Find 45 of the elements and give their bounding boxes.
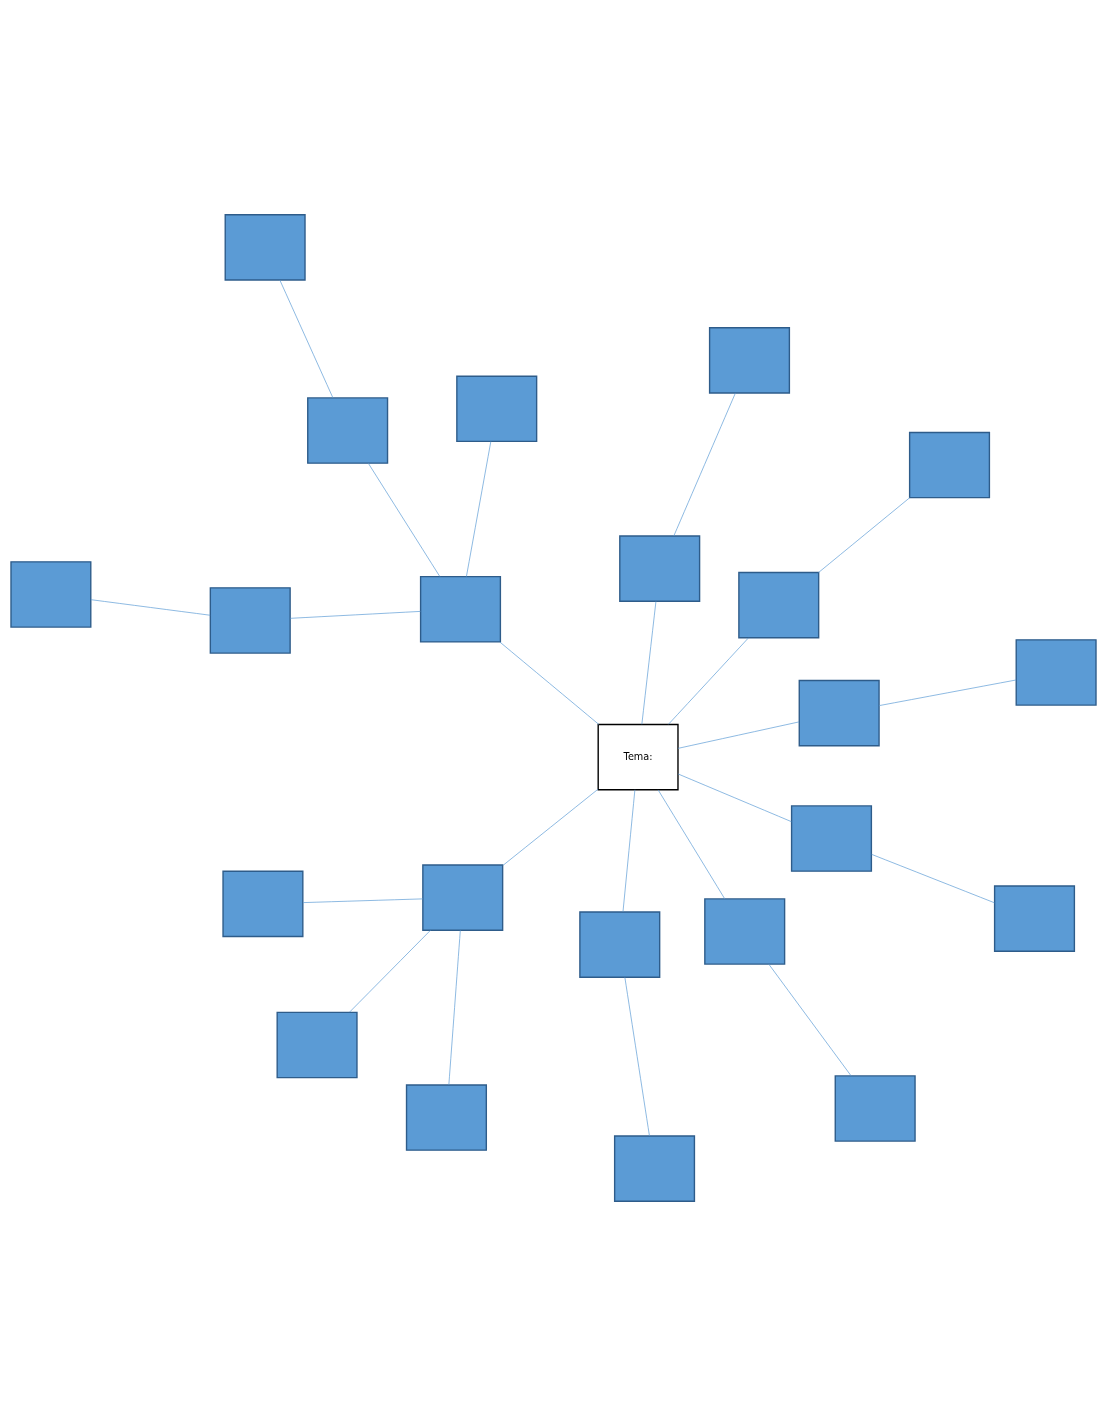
node-box bbox=[798, 679, 880, 747]
node-box bbox=[405, 1084, 487, 1151]
node-box bbox=[613, 1135, 696, 1202]
node-box bbox=[704, 898, 786, 965]
node-box bbox=[422, 864, 504, 931]
connector bbox=[279, 279, 334, 399]
connector bbox=[677, 773, 792, 823]
connector bbox=[668, 637, 749, 725]
node-box bbox=[307, 397, 389, 464]
node-box bbox=[993, 885, 1076, 952]
connector bbox=[768, 963, 852, 1077]
node-box bbox=[276, 1011, 358, 1079]
node-box bbox=[224, 214, 306, 281]
connector bbox=[502, 788, 599, 866]
connector bbox=[90, 599, 211, 616]
connector bbox=[673, 392, 736, 537]
node-box bbox=[738, 571, 820, 639]
connector bbox=[677, 721, 800, 749]
node-box bbox=[456, 375, 538, 443]
connector bbox=[641, 601, 657, 725]
node-box bbox=[834, 1075, 916, 1142]
connector bbox=[448, 929, 461, 1086]
connector bbox=[622, 789, 636, 912]
node-box bbox=[209, 587, 291, 654]
connector bbox=[499, 641, 600, 725]
node-box bbox=[10, 561, 92, 628]
connector bbox=[466, 441, 492, 577]
connector bbox=[624, 977, 650, 1137]
node-box bbox=[579, 911, 661, 978]
connector bbox=[289, 611, 421, 619]
connector bbox=[878, 679, 1017, 706]
connector bbox=[818, 497, 910, 573]
node-box bbox=[908, 431, 991, 499]
node-box bbox=[222, 870, 304, 938]
connector bbox=[871, 854, 995, 904]
node-box bbox=[619, 535, 701, 602]
connector bbox=[349, 930, 431, 1013]
connector bbox=[368, 463, 441, 577]
node-box bbox=[1015, 639, 1097, 706]
node-box bbox=[790, 805, 873, 872]
node-box: Tema: bbox=[597, 723, 679, 791]
node-box bbox=[419, 575, 502, 643]
connector bbox=[302, 898, 424, 903]
connector bbox=[657, 789, 726, 900]
node-box bbox=[708, 327, 791, 394]
